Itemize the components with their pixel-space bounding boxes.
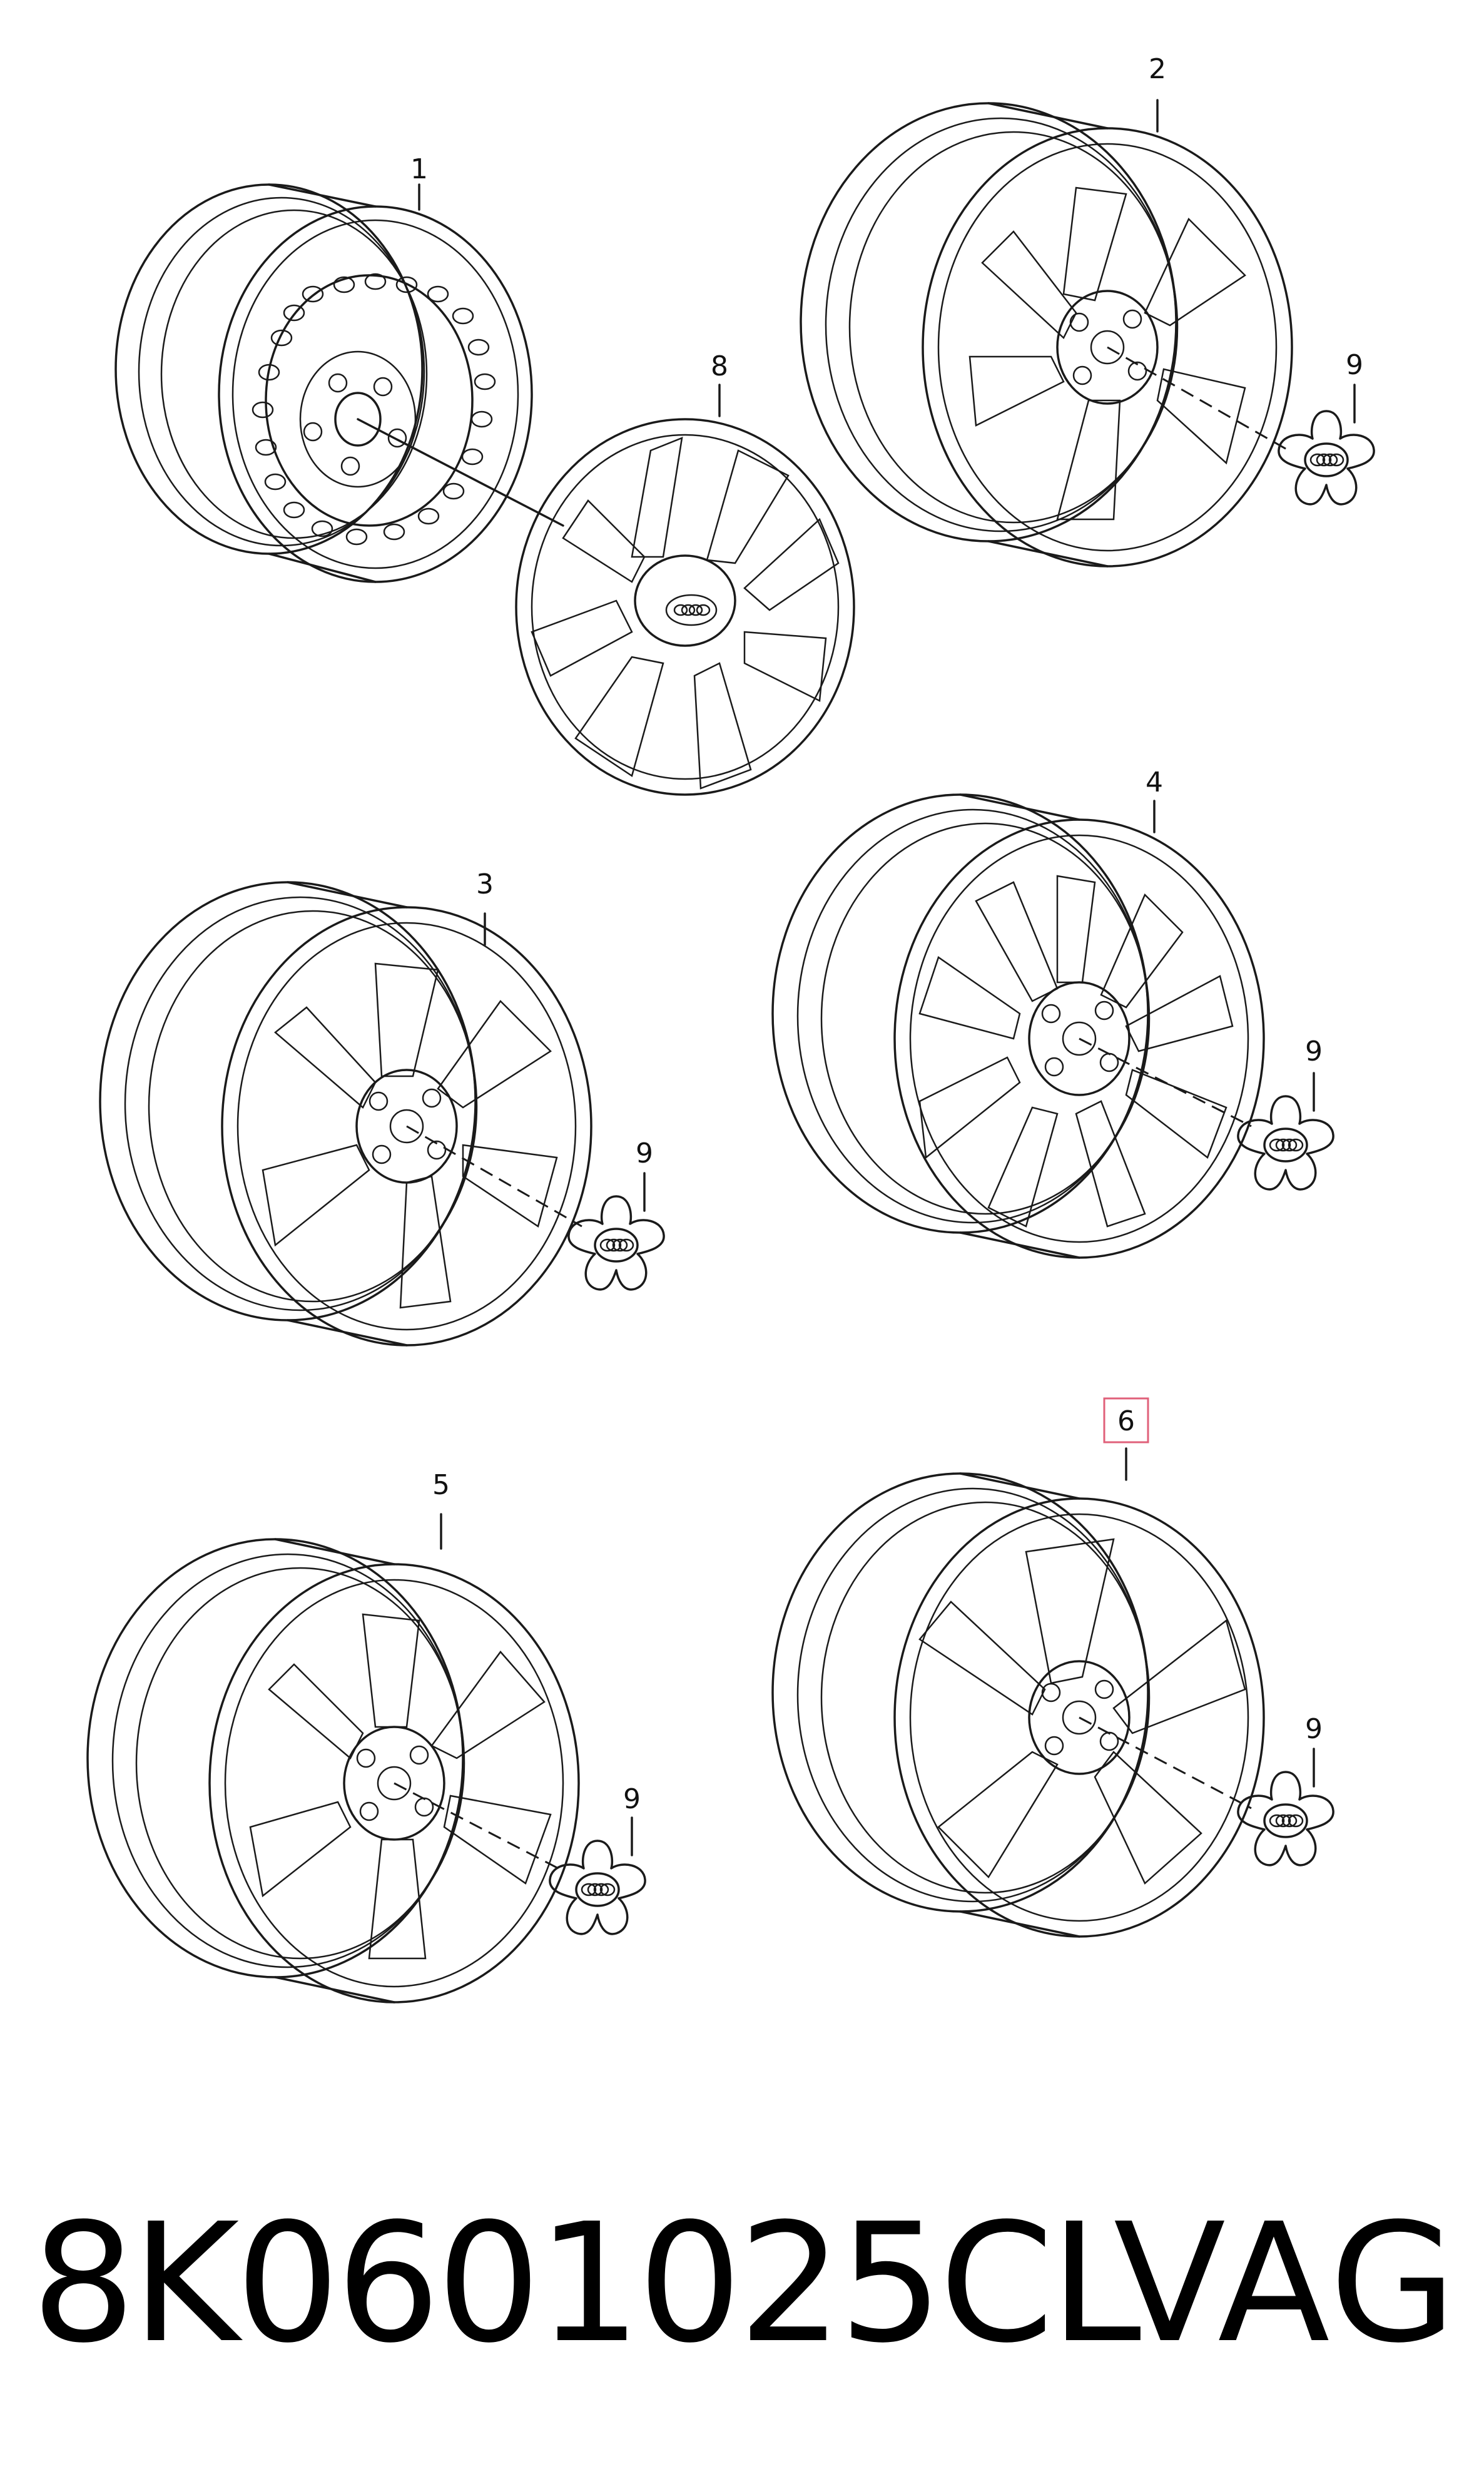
part-number: 8K0601025CL xyxy=(31,2188,1141,2379)
callout-9-e: 9 xyxy=(1305,1713,1323,1745)
callout-6: 6 xyxy=(1117,1405,1135,1437)
brand-label: VAG xyxy=(1113,2188,1459,2379)
callout-4: 4 xyxy=(1146,766,1163,798)
callout-9-d: 9 xyxy=(623,1783,641,1815)
alloy-wheel-item-4 xyxy=(771,793,1334,1259)
callout-6-highlight xyxy=(1103,1397,1149,1443)
callout-1: 1 xyxy=(410,153,428,185)
alloy-wheel-item-5 xyxy=(86,1538,646,2003)
alloy-wheel-item-3 xyxy=(99,881,665,1346)
alloy-wheel-item-2 xyxy=(800,102,1375,568)
callout-5: 5 xyxy=(432,1469,450,1501)
callout-2: 2 xyxy=(1149,53,1166,85)
callout-8: 8 xyxy=(711,350,728,382)
callout-9-c: 9 xyxy=(1305,1036,1323,1067)
wheel-cover xyxy=(515,418,855,796)
callout-3: 3 xyxy=(476,868,494,900)
steel-wheel xyxy=(114,183,564,583)
alloy-wheel-item-6 xyxy=(771,1472,1334,1938)
four-rings-logo xyxy=(673,604,711,616)
callouts: 1 2 3 4 5 6 8 9 9 9 9 9 xyxy=(410,53,1363,1815)
callout-9-b: 9 xyxy=(636,1138,653,1169)
leader-lines xyxy=(418,99,1356,1856)
callout-9-a: 9 xyxy=(1346,349,1363,381)
